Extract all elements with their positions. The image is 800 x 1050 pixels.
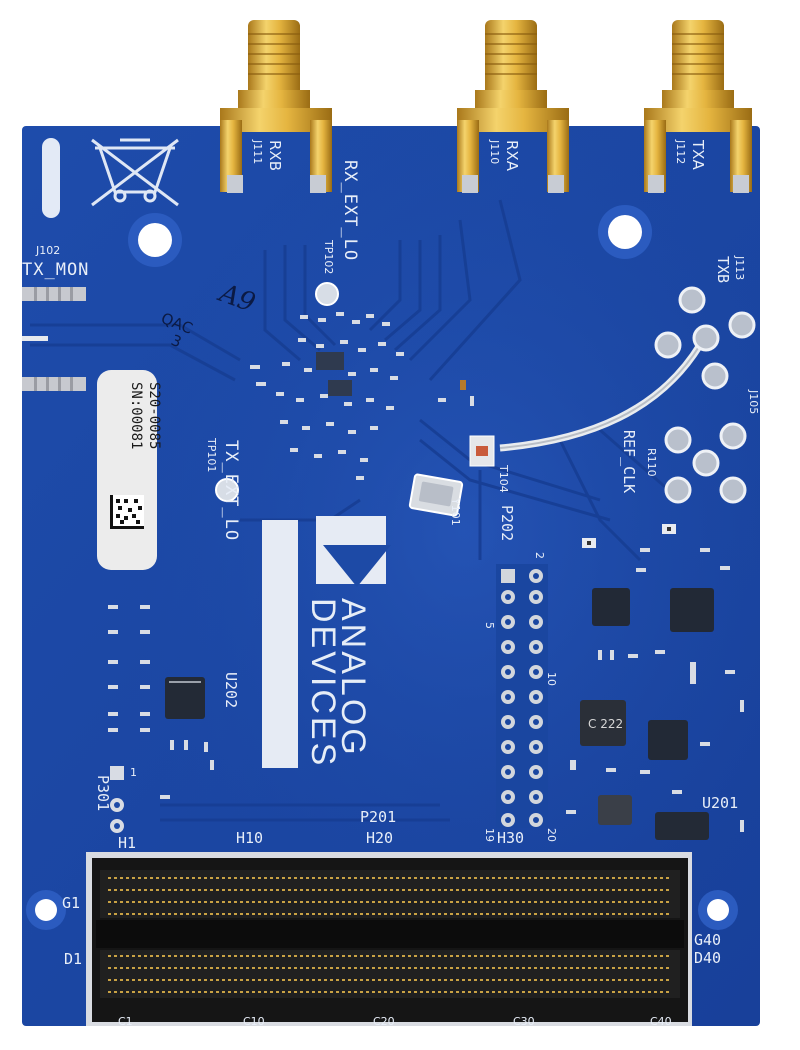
sticker-part-number: S20-0085 [146, 382, 162, 449]
header-p301 [110, 766, 124, 833]
label-y101: Y101 [449, 497, 462, 526]
label-txb: TXB [714, 256, 732, 283]
label-p202-pin20: 20 [545, 828, 558, 842]
label-c1: C1 [118, 1015, 133, 1028]
label-g1: G1 [62, 894, 80, 912]
transformer-t104 [469, 435, 495, 467]
label-p202-pin19: 19 [483, 828, 496, 842]
label-c30: C30 [513, 1015, 535, 1028]
label-d40: D40 [694, 949, 721, 967]
label-j105: J105 [747, 389, 760, 414]
label-p301-pin1: 1 [130, 766, 137, 779]
pcb-traces [30, 199, 681, 822]
rf-component-cluster [250, 312, 474, 480]
inductor-l301-marking: C 222 [588, 717, 623, 731]
label-tx-ext-lo: TX_EXT_LO [221, 440, 241, 541]
label-j110: J110 [488, 139, 501, 164]
label-txa: TXA [689, 139, 707, 170]
weee-icon [91, 138, 179, 207]
label-d1: D1 [64, 950, 82, 968]
label-p202-pin10: 10 [545, 672, 558, 686]
mezzanine-connector [86, 852, 692, 1026]
sma-pads-refclk [664, 422, 747, 504]
sma-connector-rxa [457, 20, 569, 193]
tx-mon-pads [22, 287, 86, 391]
label-j102: J102 [35, 244, 60, 257]
label-g40: G40 [694, 931, 721, 949]
label-h10: H10 [236, 829, 263, 847]
label-p202-pin2: 2 [533, 552, 546, 559]
logo-analog: ANALOG [334, 598, 372, 758]
label-tx-mon: TX_MON [22, 260, 89, 280]
label-rxa: RXA [503, 140, 521, 172]
label-u201: U201 [702, 794, 738, 812]
label-rxb: RXB [266, 140, 284, 171]
label-j111: J111 [251, 139, 264, 164]
label-j113: J113 [733, 255, 746, 280]
label-c40: C40 [650, 1015, 672, 1028]
label-p202-pin5: 5 [483, 622, 496, 629]
test-point-tp101 [215, 478, 239, 502]
sma-pads-txb [654, 286, 756, 390]
serial-sticker: S20-0085 SN:00081 [97, 370, 162, 570]
label-h1: H1 [118, 834, 136, 852]
test-point-tp102 [315, 282, 339, 306]
label-u202: U202 [222, 672, 240, 708]
label-tp102: TP102 [322, 239, 335, 274]
label-t104: T104 [497, 464, 510, 493]
power-section [566, 524, 744, 840]
mounting-holes [26, 205, 738, 930]
sma-connector-txa [644, 20, 752, 193]
label-h30: H30 [497, 829, 524, 847]
label-h20: H20 [366, 829, 393, 847]
label-p301: P301 [94, 775, 112, 811]
header-p202 [496, 564, 548, 828]
sticker-serial: SN:00081 [128, 382, 144, 449]
label-p202: P202 [498, 505, 516, 541]
analog-devices-logo: ANALOG DEVICES [262, 516, 391, 768]
datamatrix-code [110, 495, 144, 529]
label-tp101: TP101 [205, 437, 218, 472]
label-c10: C10 [243, 1015, 265, 1028]
label-c20: C20 [373, 1015, 395, 1028]
label-r110: R110 [645, 448, 658, 477]
logo-devices: DEVICES [304, 598, 342, 768]
sma-connector-rxb [220, 20, 332, 193]
silkscreen-bar [42, 138, 60, 218]
label-p201: P201 [360, 808, 396, 826]
u202-region [108, 605, 214, 799]
crystal-y101 [408, 473, 464, 517]
label-ref-clk: REF_CLK [620, 430, 638, 493]
label-j112: J112 [674, 139, 687, 164]
label-rx-ext-lo: RX_EXT_LO [340, 160, 360, 261]
